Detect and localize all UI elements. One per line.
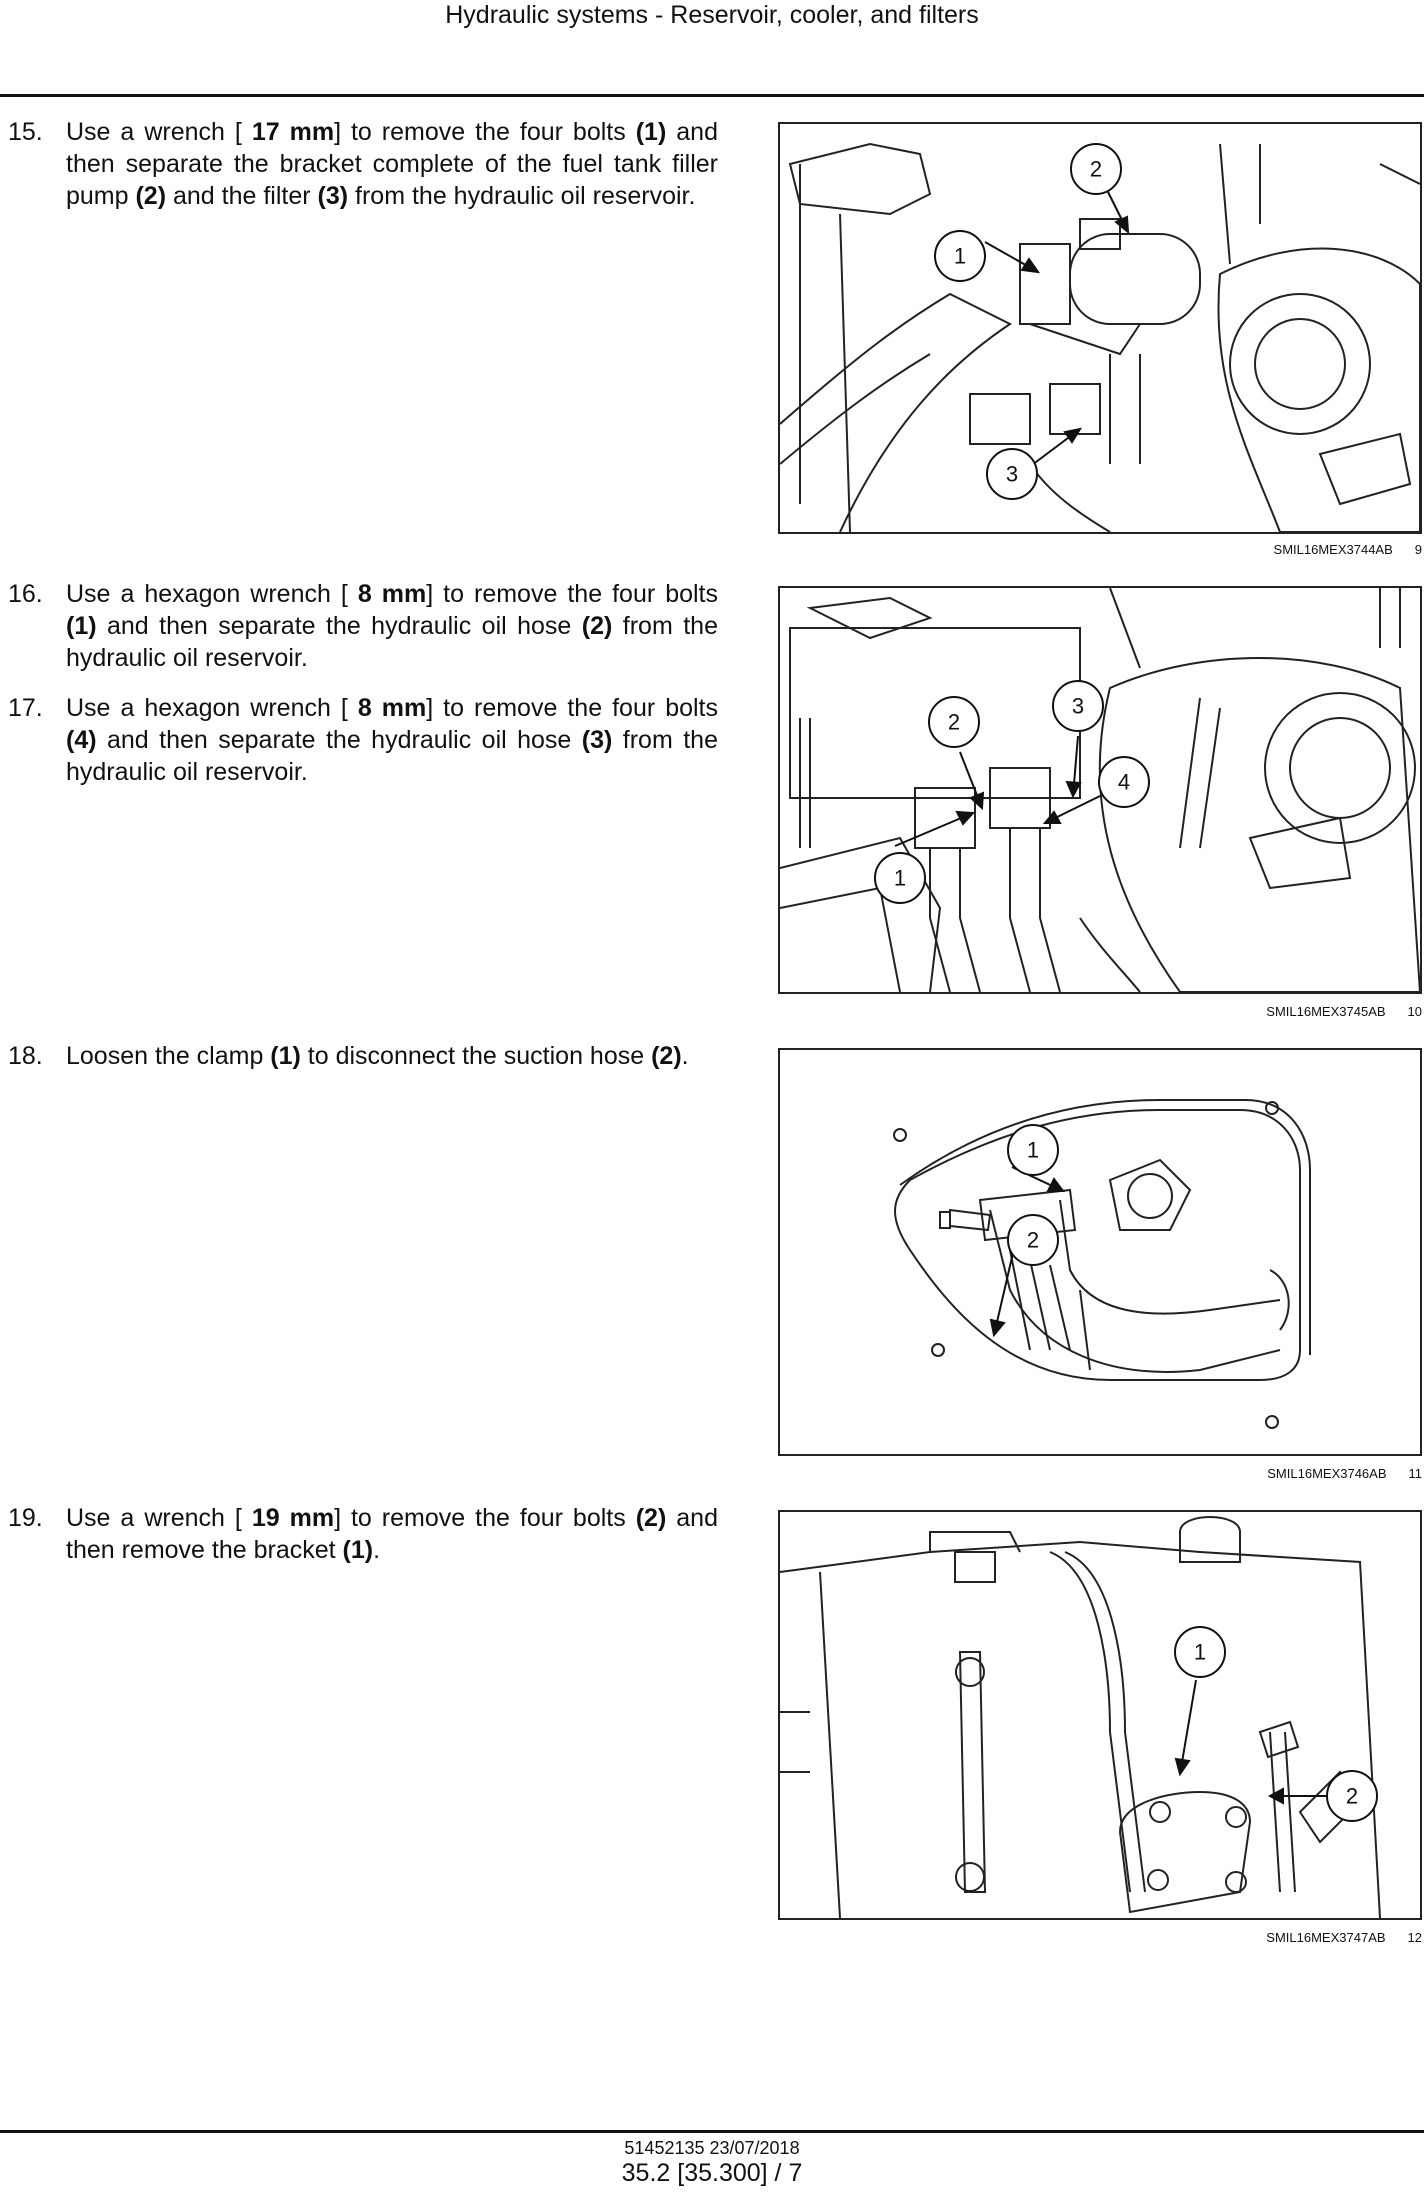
step-18: 18. Loosen the clamp (1) to disconnect t…: [8, 1040, 718, 1072]
step-17: 17. Use a hexagon wrench [ 8 mm] to remo…: [8, 692, 718, 788]
step-text-run: from the hydraulic oil reservoir.: [66, 726, 718, 786]
step-text-run: and then separate the hydraulic oil hose: [96, 612, 582, 640]
step-text-run: and then separate the bracket complete o…: [66, 118, 718, 210]
step-text-bold: (3): [581, 726, 613, 754]
figure-11-illustration: 1 2: [778, 1048, 1422, 1456]
step-text-run: Use a hexagon wrench [: [66, 694, 358, 722]
reservoir-bracket-drawing: 1 2: [780, 1516, 1381, 1918]
step-text-bold: 19 mm: [251, 1504, 335, 1532]
figure-code: SMIL16MEX3745AB: [1266, 1004, 1386, 1019]
step-text-run: Use a wrench [: [66, 118, 252, 146]
step-15: 15. Use a wrench [ 17 mm] to remove the …: [8, 116, 718, 212]
step-text-run: from the hydraulic oil reservoir.: [66, 612, 718, 672]
callout-4: 4: [1118, 770, 1130, 795]
footer-doc-line: 51452135 23/07/2018: [624, 2138, 800, 2158]
figure-number: 11: [1408, 1466, 1423, 1481]
callout-1: 1: [894, 866, 906, 891]
step-text-run: .: [681, 1042, 689, 1070]
suction-hose-clamp-drawing: 1 2: [893, 1099, 1311, 1429]
step-text-bold: (3): [317, 182, 349, 210]
step-text-bold: (2): [135, 182, 167, 210]
step-19: 19. Use a wrench [ 19 mm] to remove the …: [8, 1502, 718, 1566]
callout-3: 3: [1072, 694, 1084, 719]
header-rule: [0, 94, 1424, 97]
step-text-run: ] to remove the four bolts: [426, 694, 718, 722]
step-text-bold: (1): [66, 612, 97, 640]
figure-code: SMIL16MEX3747AB: [1266, 1930, 1386, 1945]
figure-10-caption: SMIL16MEX3745AB 10: [1150, 1004, 1422, 1019]
step-text: Use a wrench [ 19 mm] to remove the four…: [66, 1502, 718, 1566]
step-number: 18.: [8, 1042, 43, 1070]
footer-rule: [0, 2130, 1424, 2133]
figure-number: 9: [1414, 542, 1422, 557]
footer-page-line: 35.2 [35.300] / 7: [621, 2159, 803, 2187]
engine-bay-pump-filter-drawing: 1 2 3: [780, 142, 1420, 532]
figure-9-caption: SMIL16MEX3744AB 9: [1150, 542, 1422, 557]
step-text-run: Use a wrench [: [66, 1504, 252, 1532]
callout-1: 1: [954, 244, 966, 269]
step-text-run: .: [373, 1536, 381, 1564]
step-text-run: ] to remove the four bolts: [334, 1504, 636, 1532]
step-text-bold: (2): [581, 612, 613, 640]
step-text-run: to disconnect the suction hose: [300, 1042, 652, 1070]
step-text-bold: (2): [651, 1042, 682, 1070]
step-text-bold: 8 mm: [357, 694, 427, 722]
step-text-bold: (1): [635, 118, 667, 146]
footer: 51452135 23/07/2018 35.2 [35.300] / 7: [0, 2138, 1424, 2188]
step-text-run: from the hydraulic oil reservoir.: [348, 182, 696, 210]
callout-2: 2: [1090, 157, 1102, 182]
step-text-run: and then remove the bracket: [66, 1504, 718, 1564]
page-header-title: Hydraulic systems - Reservoir, cooler, a…: [445, 1, 979, 29]
callout-2: 2: [1027, 1228, 1039, 1253]
step-text-run: Use a hexagon wrench [: [66, 580, 358, 608]
step-text-bold: 8 mm: [357, 580, 427, 608]
step-text-run: ] to remove the four bolts: [426, 580, 718, 608]
step-number: 17.: [8, 694, 43, 722]
step-text: Use a wrench [ 17 mm] to remove the four…: [66, 116, 718, 212]
engine-bay-hoses-drawing: 1 2 3 4: [780, 588, 1420, 992]
step-text-run: and the filter: [166, 182, 318, 210]
callout-2: 2: [1346, 1784, 1358, 1809]
callout-1: 1: [1027, 1138, 1039, 1163]
step-number: 15.: [8, 118, 43, 146]
figure-code: SMIL16MEX3744AB: [1273, 542, 1393, 557]
step-text: Loosen the clamp (1) to disconnect the s…: [66, 1040, 718, 1072]
step-text-bold: (1): [342, 1536, 374, 1564]
step-text: Use a hexagon wrench [ 8 mm] to remove t…: [66, 578, 718, 674]
step-number: 19.: [8, 1504, 43, 1532]
callout-1: 1: [1194, 1640, 1206, 1665]
step-text-bold: (1): [270, 1042, 301, 1070]
figure-number: 12: [1407, 1930, 1422, 1945]
step-number: 16.: [8, 580, 43, 608]
step-text-run: ] to remove the four bolts: [334, 118, 636, 146]
figure-10-illustration: 1 2 3 4: [778, 586, 1422, 994]
figure-12-caption: SMIL16MEX3747AB 12: [1150, 1930, 1422, 1945]
callout-3: 3: [1006, 462, 1018, 487]
callout-2: 2: [948, 710, 960, 735]
step-16: 16. Use a hexagon wrench [ 8 mm] to remo…: [8, 578, 718, 674]
step-text-run: and then separate the hydraulic oil hose: [96, 726, 582, 754]
step-text-bold: (2): [635, 1504, 667, 1532]
figure-9-illustration: 1 2 3: [778, 122, 1422, 534]
step-text-run: Loosen the clamp: [66, 1042, 271, 1070]
step-text: Use a hexagon wrench [ 8 mm] to remove t…: [66, 692, 718, 788]
figure-code: SMIL16MEX3746AB: [1267, 1466, 1387, 1481]
figure-12-illustration: 1 2: [778, 1510, 1422, 1920]
step-text-bold: (4): [66, 726, 97, 754]
step-text-bold: 17 mm: [251, 118, 335, 146]
figure-11-caption: SMIL16MEX3746AB 11: [1150, 1466, 1422, 1481]
figure-number: 10: [1407, 1004, 1422, 1019]
